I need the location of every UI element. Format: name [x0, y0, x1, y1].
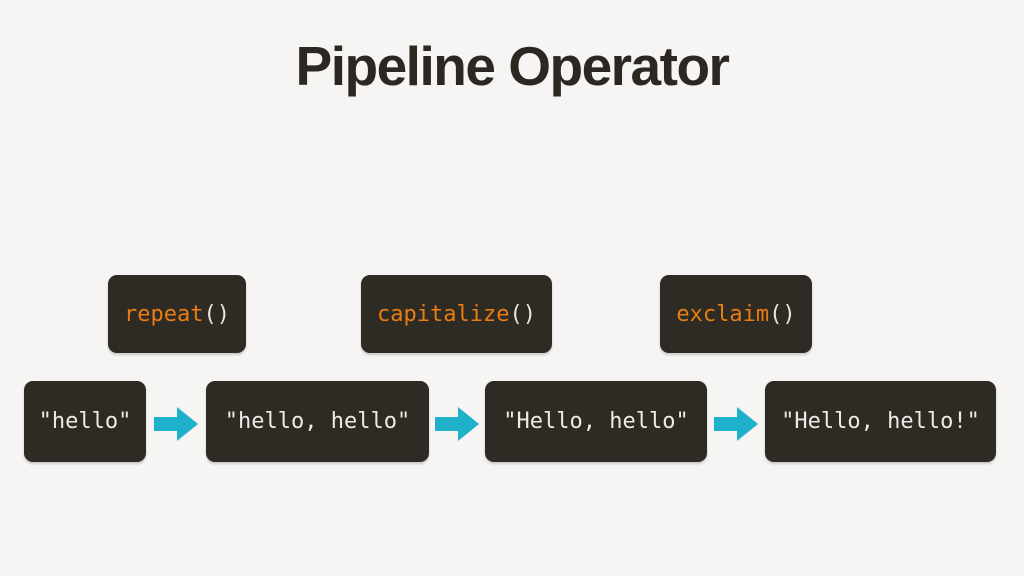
- value-box-hello: "hello": [24, 381, 146, 462]
- value-text: "hello, hello": [224, 409, 411, 434]
- value-box-exclaimed: "Hello, hello!": [765, 381, 996, 462]
- function-name: exclaim: [676, 301, 770, 327]
- function-box-repeat: repeat(): [108, 275, 246, 353]
- slide-title: Pipeline Operator: [295, 35, 730, 97]
- value-text: "hello": [38, 409, 132, 434]
- function-box-exclaim: exclaim(): [660, 275, 812, 353]
- function-parens: (): [769, 301, 796, 327]
- value-text: "Hello, hello": [503, 409, 689, 434]
- value-text: "Hello, hello!": [781, 409, 980, 434]
- arrow-right-icon: [154, 407, 198, 441]
- function-box-capitalize: capitalize(): [361, 275, 552, 353]
- function-name: repeat: [124, 301, 204, 327]
- value-box-hello-hello: "hello, hello": [206, 381, 429, 462]
- function-parens: (): [203, 301, 230, 327]
- value-box-capitalized: "Hello, hello": [485, 381, 707, 462]
- function-parens: (): [509, 301, 536, 327]
- arrow-right-icon: [714, 407, 758, 441]
- arrow-right-icon: [435, 407, 479, 441]
- function-name: capitalize: [377, 301, 510, 327]
